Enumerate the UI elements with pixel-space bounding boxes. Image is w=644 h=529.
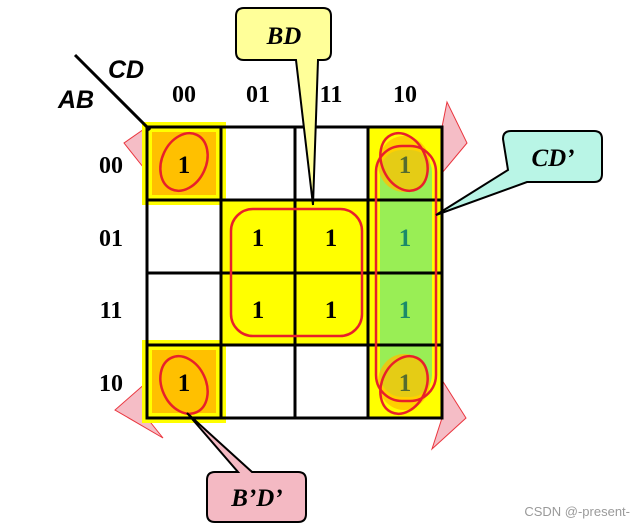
loop-corner-bl	[159, 355, 209, 415]
loop-corner-tr	[379, 132, 429, 192]
callout-cd-prime: CD’	[435, 130, 603, 216]
loop-corner-tl	[159, 132, 209, 192]
cell-fill-00-00	[147, 127, 221, 200]
callout-cd-prime-label: CD’	[531, 145, 574, 172]
col-header-3: 10	[393, 82, 417, 108]
callout-bd-prime-shape	[186, 412, 307, 523]
cell-r1-c3: 1	[399, 225, 412, 252]
row-headers: 00 01 11 10	[99, 153, 123, 397]
loop-bd	[229, 207, 364, 338]
cell-r0-c0: 1	[178, 152, 191, 179]
loop-corner-br	[379, 355, 429, 415]
cell-r3-c3: 1	[399, 370, 412, 397]
row-var-label: AB	[57, 86, 94, 114]
cell-values: 1 1 1 1 1 1 1 1 1 1	[178, 152, 412, 397]
cell-r2-c3: 1	[399, 297, 412, 324]
callout-bd-shape	[235, 7, 332, 206]
cell-r2-c1: 1	[252, 297, 265, 324]
callout-bd-prime: B’D’	[186, 412, 307, 523]
column-headers: 00 01 11 10	[172, 82, 417, 108]
row-header-0: 00	[99, 153, 123, 179]
col-header-2: 11	[320, 82, 343, 108]
cell-r1-c1: 1	[252, 225, 265, 252]
callout-cd-prime-shape	[435, 130, 603, 216]
wedge-top-right	[441, 100, 468, 175]
watermark-text: CSDN @-present-	[524, 504, 630, 519]
corner-tr-orange	[378, 136, 430, 192]
row-header-3: 10	[99, 371, 123, 397]
callout-bd-prime-label: B’D’	[230, 485, 282, 512]
corner-br-orange	[378, 354, 430, 410]
loop-cd-prime	[374, 144, 438, 403]
cell-r2-c2: 1	[325, 297, 338, 324]
col-var-label: CD	[108, 56, 144, 84]
callout-bd-label: BD	[266, 23, 302, 50]
col-header-1: 01	[246, 82, 270, 108]
corner-wedges	[114, 100, 468, 451]
group-loops	[159, 132, 438, 415]
kmap-grid	[145, 125, 444, 420]
cell-r3-c0: 1	[178, 370, 191, 397]
cell-r1-c2: 1	[325, 225, 338, 252]
cell-r0-c3: 1	[399, 152, 412, 179]
header-diagonal	[73, 53, 152, 132]
col-header-0: 00	[172, 82, 196, 108]
row-header-1: 01	[99, 226, 123, 252]
callout-bd: BD	[235, 7, 332, 206]
row-header-2: 11	[100, 298, 123, 324]
